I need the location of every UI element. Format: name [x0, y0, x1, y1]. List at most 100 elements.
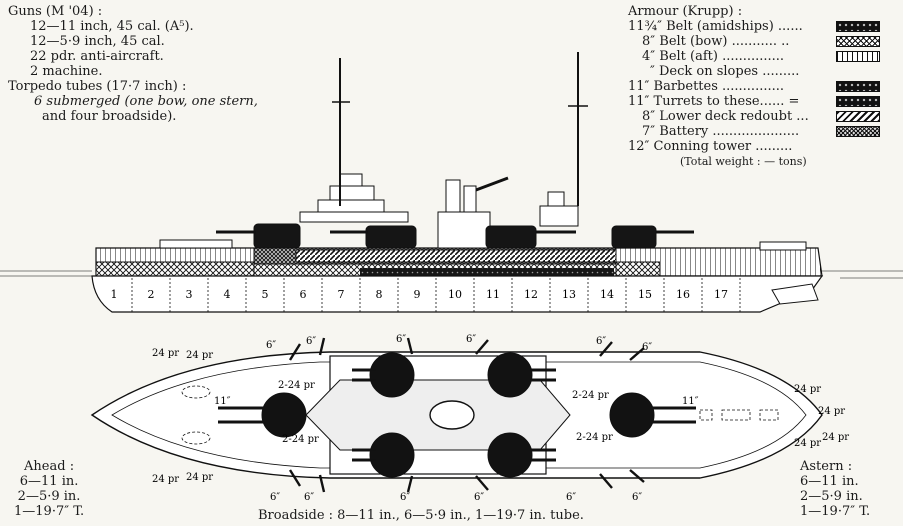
gun-label: 6″ — [474, 492, 484, 503]
bow-fittings — [181, 385, 779, 445]
armour-item: 8″ Belt (bow) ........... .. — [628, 34, 880, 49]
gun-label: 6″ — [266, 340, 276, 351]
astern-heading: Astern : — [800, 459, 853, 474]
lower-redoubt — [295, 249, 617, 263]
gun-label: 6″ — [596, 336, 606, 347]
gun-label: 6″ — [400, 492, 410, 503]
armour-swatch — [836, 36, 880, 47]
astern-line: 6—11 in. — [800, 474, 859, 489]
compartment-number: 12 — [524, 288, 538, 301]
compartment-numbers: 1 2 3 4 5 6 7 8 9 10 11 12 13 14 15 16 1… — [111, 288, 729, 301]
gun-label: 6″ — [466, 334, 476, 345]
compartment-number: 8 — [376, 288, 383, 301]
compartment-number: 15 — [638, 288, 652, 301]
compartment-number: 11 — [486, 288, 500, 301]
pdr-label: 2-24 pr — [576, 432, 613, 443]
compartment-number: 1 — [111, 288, 118, 301]
compartment-number: 6 — [300, 288, 307, 301]
armour-item: 4″ Belt (aft) ............... — [628, 49, 880, 64]
rudder — [771, 283, 819, 305]
guns-line: 22 pdr. anti-aircraft. — [30, 49, 164, 64]
armour-total: (Total weight : — tons) — [680, 155, 807, 168]
pdr-label: 24 pr — [186, 350, 213, 361]
turret-barrels-plan — [218, 368, 696, 462]
compartment-number: 16 — [676, 288, 690, 301]
armour-label: 11″ Barbettes ............... — [628, 79, 784, 94]
turrets-profile — [253, 223, 657, 249]
torpedo-heading: Torpedo tubes (17·7 inch) : — [8, 79, 187, 94]
gun-label: 6″ — [566, 492, 576, 503]
ahead-heading: Ahead : — [24, 459, 75, 474]
compartment-number: 3 — [186, 288, 193, 301]
armour-item: 7″ Battery ..................... — [628, 124, 880, 139]
main-gun-label: 11″ — [682, 396, 699, 407]
inner-outline — [111, 361, 807, 469]
armour-item: 11″ Barbettes ............... — [628, 79, 880, 94]
ahead-line: 1—19·7″ T. — [14, 504, 85, 519]
armour-item: 11″ Turrets to these...... = — [628, 94, 880, 109]
gun-label: 6″ — [396, 334, 406, 345]
compartment-number: 13 — [562, 288, 576, 301]
armour-label: 11″ Turrets to these...... = — [628, 94, 800, 109]
armour-swatch — [836, 81, 880, 92]
compartment-number: 2 — [148, 288, 155, 301]
pdr-label: 2-24 pr — [278, 380, 315, 391]
armour-label: 11¾″ Belt (amidships) ...... — [628, 19, 803, 34]
guns-heading: Guns (M '04) : — [8, 4, 103, 19]
armour-swatch — [836, 111, 880, 122]
main-gun-label: 11″ — [214, 396, 231, 407]
pdr-label: 2-24 pr — [572, 390, 609, 401]
guns-line: 12—5·9 inch, 45 cal. — [30, 34, 165, 49]
stern-belt — [615, 261, 661, 277]
armour-item: 11¾″ Belt (amidships) ...... — [628, 19, 880, 34]
compartment-number: 7 — [338, 288, 345, 301]
compartment-number: 10 — [448, 288, 462, 301]
pdr-label: 24 pr — [152, 474, 179, 485]
masts — [332, 52, 588, 206]
astern-line: 1—19·7″ T. — [800, 504, 871, 519]
plan-labels: 6″ 6″ 6″ 6″ 6″ 6″ 6″ 6″ 6″ 6″ 6″ 6″ 24 p… — [152, 334, 849, 503]
compartment-number: 5 — [262, 288, 269, 301]
profile-view: 1 2 3 4 5 6 7 8 9 10 11 12 13 14 15 16 1… — [0, 52, 903, 313]
armour-swatch — [836, 126, 880, 137]
armament-description: Guns (M '04) : 12—11 inch, 45 cal. (A⁵).… — [8, 4, 258, 124]
armour-item: 8″ Lower deck redoubt ... — [628, 109, 880, 124]
broadside-caption: Broadside : 8—11 in., 6—5·9 in., 1—19·7 … — [258, 508, 584, 523]
pdr-label: 24 pr — [794, 384, 821, 395]
compartment-number: 14 — [600, 288, 614, 301]
armour-label: 4″ Belt (aft) ............... — [642, 49, 785, 64]
ahead-line: 6—11 in. — [19, 474, 79, 489]
pdr-label: 24 pr — [818, 406, 845, 417]
gun-label: 6″ — [642, 342, 652, 353]
pdr-label: 24 pr — [794, 438, 821, 449]
superstructure — [159, 173, 807, 251]
astern-line: 2—5·9 in. — [800, 489, 863, 504]
armour-item: ″ Deck on slopes ......... — [628, 64, 880, 79]
pdr-label: 24 pr — [822, 432, 849, 443]
astern-fire: Astern : 6—11 in. 2—5·9 in. 1—19·7″ T. — [800, 459, 870, 519]
armour-label: ″ Deck on slopes ......... — [650, 64, 800, 79]
armour-label: 8″ Lower deck redoubt ... — [642, 109, 809, 124]
armour-heading: Armour (Krupp) : — [628, 4, 743, 19]
plan-view: 6″ 6″ 6″ 6″ 6″ 6″ 6″ 6″ 6″ 6″ 6″ 6″ 24 p… — [90, 334, 849, 503]
pdr-label: 2-24 pr — [282, 434, 319, 445]
secondary-guns — [288, 337, 645, 493]
torpedo-line: 6 submerged (one bow, one stern, — [34, 94, 258, 109]
water-surface — [0, 270, 903, 279]
armour-label: 7″ Battery ..................... — [642, 124, 800, 139]
gun-label: 6″ — [306, 336, 316, 347]
compartment-number: 9 — [414, 288, 421, 301]
armour-swatch — [836, 51, 880, 62]
guns-line: 12—11 inch, 45 cal. (A⁵). — [30, 19, 194, 34]
armour-label: 8″ Belt (bow) ........... .. — [642, 34, 790, 49]
gun-label: 6″ — [304, 492, 314, 503]
armour-label: 12″ Conning tower ......... — [628, 139, 793, 154]
torpedo-line: and four broadside). — [42, 109, 177, 124]
guns-line: 2 machine. — [30, 64, 103, 79]
bow-belt — [95, 261, 255, 277]
armour-legend: Armour (Krupp) : 11¾″ Belt (amidships) .… — [628, 4, 880, 169]
pdr-label: 24 pr — [152, 348, 179, 359]
ahead-line: 2—5·9 in. — [17, 489, 81, 504]
armour-swatch — [836, 21, 880, 32]
